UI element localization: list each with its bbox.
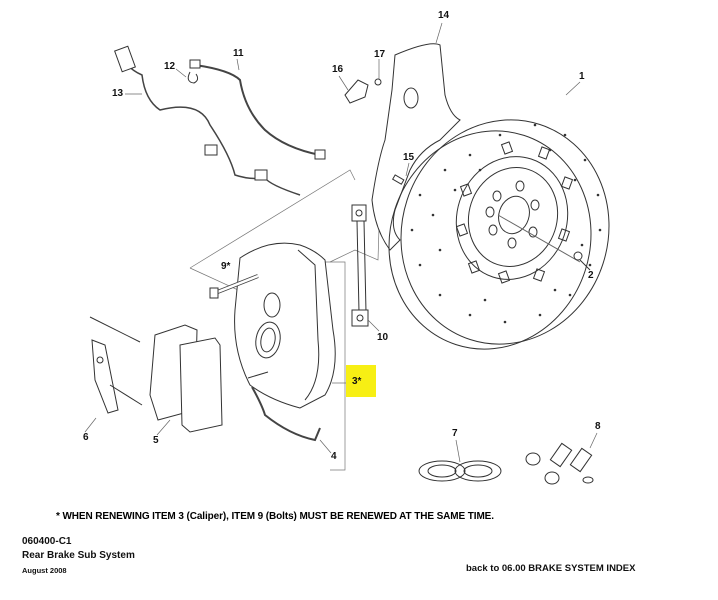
shield-bolt[interactable]	[391, 174, 405, 185]
callout-6[interactable]: 6	[83, 432, 89, 443]
callout-5[interactable]: 5	[153, 435, 159, 446]
sensor-harness[interactable]	[123, 59, 301, 196]
disc-bell-clips	[455, 141, 574, 284]
brake-pads[interactable]	[149, 324, 223, 433]
callout-1[interactable]: 1	[579, 71, 585, 82]
disc-bolt-holes	[485, 180, 540, 249]
brake-disc[interactable]	[361, 93, 638, 376]
callout-8[interactable]: 8	[595, 421, 601, 432]
diagram-code: 060400-C1	[22, 536, 72, 547]
callout-10[interactable]: 10	[377, 332, 389, 343]
callout-11[interactable]: 11	[233, 48, 244, 59]
subsystem-title: Rear Brake Sub System	[22, 550, 135, 561]
disc-screw[interactable]	[573, 251, 591, 271]
callout-15[interactable]: 15	[403, 152, 415, 163]
callout-2[interactable]: 2	[588, 270, 594, 281]
back-to-index-link[interactable]: back to 06.00 BRAKE SYSTEM INDEX	[466, 563, 636, 574]
callout-3[interactable]: 3*	[352, 376, 362, 387]
sensor-screw[interactable]	[374, 78, 382, 86]
callout-16[interactable]: 16	[332, 64, 344, 75]
guide-lines	[189, 169, 381, 471]
caliper-link[interactable]	[351, 204, 369, 327]
callout-17[interactable]: 17	[374, 49, 386, 60]
brake-exploded-diagram	[84, 22, 638, 485]
callout-13[interactable]: 13	[112, 88, 124, 99]
callout-14[interactable]: 14	[438, 10, 450, 21]
disc-drill-holes	[410, 123, 602, 324]
wear-sensor[interactable]	[344, 79, 369, 104]
highlight-item-3	[346, 365, 376, 397]
brake-hose[interactable]	[251, 386, 321, 442]
pad-spring[interactable]	[89, 316, 143, 414]
caliper-bolt[interactable]	[209, 274, 259, 299]
brake-caliper[interactable]	[234, 242, 336, 409]
renewal-note: * WHEN RENEWING ITEM 3 (Caliper), ITEM 9…	[56, 511, 494, 522]
piston-seals[interactable]	[418, 460, 502, 482]
brake-pipe[interactable]	[194, 64, 321, 156]
bleed-screws[interactable]	[525, 442, 594, 485]
callout-9[interactable]: 9*	[221, 261, 231, 272]
callout-4[interactable]: 4	[331, 451, 337, 462]
callout-12[interactable]: 12	[164, 61, 176, 72]
leader-lines	[84, 22, 598, 463]
pipe-clip[interactable]	[187, 71, 199, 84]
publication-date: August 2008	[22, 566, 67, 575]
callout-7[interactable]: 7	[452, 428, 458, 439]
